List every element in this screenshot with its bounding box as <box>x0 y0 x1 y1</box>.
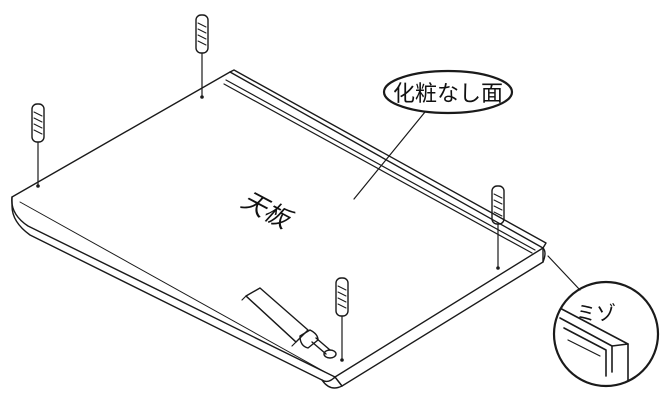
dowel-hole <box>200 95 204 99</box>
glue-tube <box>241 287 337 359</box>
dowel-pin <box>195 14 209 96</box>
groove-line-inner <box>223 83 533 254</box>
dowel-pin <box>335 277 349 359</box>
board-right-corner <box>542 247 546 263</box>
board-inner-front-line <box>19 201 326 373</box>
callout-bubble <box>382 69 514 115</box>
groove-line-outer <box>225 79 536 251</box>
dowel-pin <box>491 185 505 267</box>
dowel-hole <box>36 184 40 188</box>
board-back-rim <box>229 69 547 249</box>
zoom-circle <box>552 280 660 388</box>
callout-groove-label: ミゾ <box>576 301 616 325</box>
dowel-holes <box>36 95 500 362</box>
callout-surface: 化粧なし面 <box>353 69 514 200</box>
groove-detail <box>555 305 629 381</box>
dowel-pin <box>31 103 45 185</box>
dowel-hole <box>340 358 344 362</box>
board-right-edge <box>334 247 544 387</box>
dowels <box>31 14 505 359</box>
dowel-hole <box>496 266 500 270</box>
board <box>11 69 547 389</box>
callout-surface-label: 化粧なし面 <box>393 82 503 107</box>
board-front-edge <box>11 196 323 381</box>
board-label: 天板 <box>237 185 297 235</box>
callout-groove: ミゾ <box>547 255 660 388</box>
